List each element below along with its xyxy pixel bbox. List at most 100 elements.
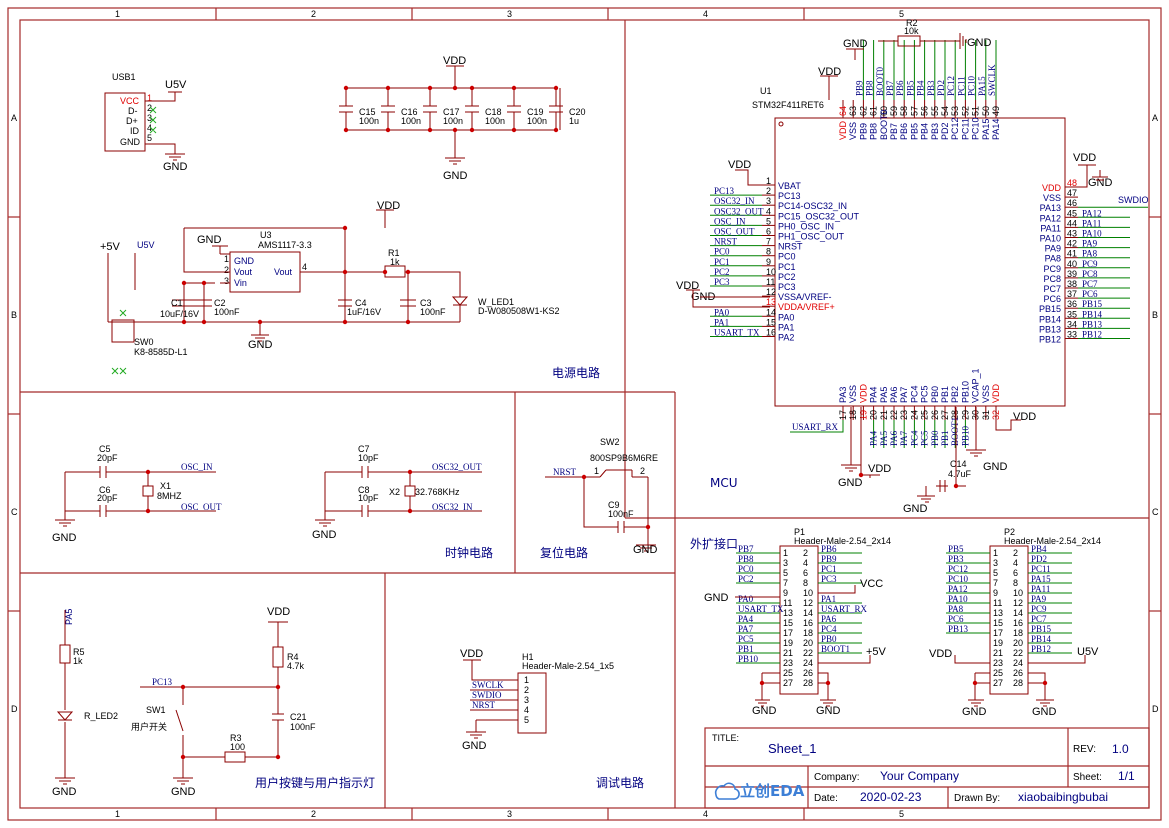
sheet-value: 1/1 bbox=[1118, 769, 1135, 783]
grid-row-right: A bbox=[1152, 113, 1158, 123]
header-num-even: 14 bbox=[803, 608, 813, 618]
mcu-left-net: PC3 bbox=[714, 277, 730, 287]
h1-n4: 4 bbox=[524, 705, 529, 715]
header-num-odd: 15 bbox=[783, 618, 793, 628]
header-right-net: PA9 bbox=[1031, 594, 1047, 604]
rev-value: 1.0 bbox=[1112, 742, 1129, 756]
mcu-left-num: 5 bbox=[766, 216, 771, 226]
usb-ref: USB1 bbox=[112, 72, 136, 82]
mcu-bot-pin: PC4 bbox=[909, 385, 919, 403]
grid-col-bot: 2 bbox=[311, 809, 316, 819]
junction-dot bbox=[581, 474, 587, 480]
junction-dot bbox=[452, 85, 458, 91]
mcu-bot-net: PA4 bbox=[869, 430, 879, 446]
title-value: Sheet_1 bbox=[768, 741, 816, 756]
h1-n2: 2 bbox=[524, 685, 529, 695]
header-right-net: PA1 bbox=[821, 594, 836, 604]
mcu-left-net: PA0 bbox=[714, 307, 730, 317]
c5-val: 20pF bbox=[97, 453, 118, 463]
mcu-left-net: OSC_OUT bbox=[714, 227, 755, 237]
h1-ref: H1 bbox=[522, 652, 534, 662]
header-right-net: PB6 bbox=[821, 544, 837, 554]
header-num-even: 24 bbox=[1013, 658, 1023, 668]
junction-dot bbox=[275, 754, 281, 760]
header-num-odd: 5 bbox=[783, 568, 788, 578]
mcu-bot-pin: VDD bbox=[991, 383, 1001, 403]
mcu-top-pin: PC11 bbox=[960, 118, 970, 140]
p1-gnd-bot1: GND bbox=[752, 705, 777, 717]
c2-val: 100nF bbox=[214, 307, 240, 317]
grid-row-right: B bbox=[1152, 310, 1158, 320]
mcu-bot-pin: PB0 bbox=[930, 386, 940, 403]
mcu-left-pin: PA1 bbox=[778, 322, 794, 332]
mcu-top-net: PD2 bbox=[936, 80, 946, 96]
header-right-net: PB9 bbox=[821, 554, 837, 564]
header-num-odd: 7 bbox=[783, 578, 788, 588]
cap-value: 100n bbox=[485, 116, 505, 126]
mcu-right-pin: PC8 bbox=[1043, 274, 1061, 284]
header-num-odd: 19 bbox=[993, 638, 1003, 648]
grid-row-left: D bbox=[11, 704, 18, 714]
user-gnd1: GND bbox=[52, 786, 77, 798]
header-num-odd: 25 bbox=[993, 668, 1003, 678]
header-num-odd: 9 bbox=[783, 588, 788, 598]
mcu-top-net: SWCLK bbox=[987, 64, 997, 96]
mcu-top-pin: PB6 bbox=[899, 123, 909, 140]
header-right-net: PB12 bbox=[1031, 644, 1051, 654]
junction-dot bbox=[759, 680, 765, 686]
mcu-top-net: PC11 bbox=[956, 76, 966, 96]
header-right-net: PD2 bbox=[1031, 554, 1047, 564]
usb-connector: USB1 VCC D- D+ ID GND 1 2 3 4 5 U5V GND bbox=[104, 72, 188, 173]
led2-ref: R_LED2 bbox=[84, 711, 118, 721]
header-num-even: 14 bbox=[1013, 608, 1023, 618]
header-left-net: PA10 bbox=[948, 594, 968, 604]
osc32-in-net: OSC32_IN bbox=[432, 502, 473, 512]
mcu-left-num: 16 bbox=[766, 328, 776, 338]
cap-ref: C15 bbox=[359, 107, 376, 117]
mcu-right-num: 42 bbox=[1067, 239, 1077, 249]
mcu-left-net: PC0 bbox=[714, 247, 730, 257]
header-num-even: 20 bbox=[1013, 638, 1023, 648]
sw2-n2: 2 bbox=[640, 466, 645, 476]
header-num-odd: 17 bbox=[993, 628, 1003, 638]
debug-header: H1 Header-Male-2.54_1x5 VDD GND SWCLK SW… bbox=[460, 648, 614, 752]
sw2-ref: SW2 bbox=[600, 437, 620, 447]
mcu-vdd-bot: VDD bbox=[868, 463, 891, 475]
clock-block: C5 20pF C6 20pF X1 8MHZ OSC_IN OSC_OUT G… bbox=[52, 444, 482, 544]
mcu-right-net: PA12 bbox=[1082, 208, 1102, 218]
header-num-odd: 5 bbox=[993, 568, 998, 578]
c1-val: 10uF/16V bbox=[160, 309, 199, 319]
cap-value: 100n bbox=[443, 116, 463, 126]
mcu-bot-net: PB10 bbox=[960, 425, 970, 446]
mcu-bot-num: 21 bbox=[879, 410, 889, 420]
rev-label: REV: bbox=[1073, 744, 1096, 755]
mcu-vdd-vdda: VDD bbox=[676, 280, 699, 292]
mcu-right-net: PA9 bbox=[1082, 239, 1098, 249]
mcu-left-net: PC13 bbox=[714, 186, 735, 196]
grid-col-bot: 5 bbox=[899, 809, 904, 819]
u3-pin-vout2: Vout bbox=[274, 267, 293, 277]
mcu-left-num: 14 bbox=[766, 307, 776, 317]
mcu-bot-pin: PA5 bbox=[879, 387, 889, 403]
mcu-left-net: PA1 bbox=[714, 317, 729, 327]
header-num-even: 22 bbox=[1013, 648, 1023, 658]
mcu-right-num: 37 bbox=[1067, 289, 1077, 299]
junction-dot bbox=[342, 225, 348, 231]
grid-row-left: A bbox=[11, 113, 17, 123]
header-num-odd: 25 bbox=[783, 668, 793, 678]
u3-ref: U3 bbox=[260, 230, 272, 240]
mcu-bot-net: PB1 bbox=[940, 430, 950, 446]
lceda-logo: 立创EDA bbox=[740, 782, 805, 800]
mcu-right-num: 39 bbox=[1067, 269, 1077, 279]
mcu-top-num: 57 bbox=[909, 106, 919, 116]
mcu-top-num: 55 bbox=[930, 106, 940, 116]
section-title-mcu: MCU bbox=[710, 476, 738, 490]
sw0-ref: SW0 bbox=[134, 337, 154, 347]
u1-part: STM32F411RET6 bbox=[752, 100, 824, 110]
mcu-left-num: 10 bbox=[766, 267, 776, 277]
mcu-left-pin: VDDA/VREF+ bbox=[778, 302, 835, 312]
c5-ref: C5 bbox=[99, 444, 111, 454]
usb-u5v-label: U5V bbox=[165, 79, 187, 91]
